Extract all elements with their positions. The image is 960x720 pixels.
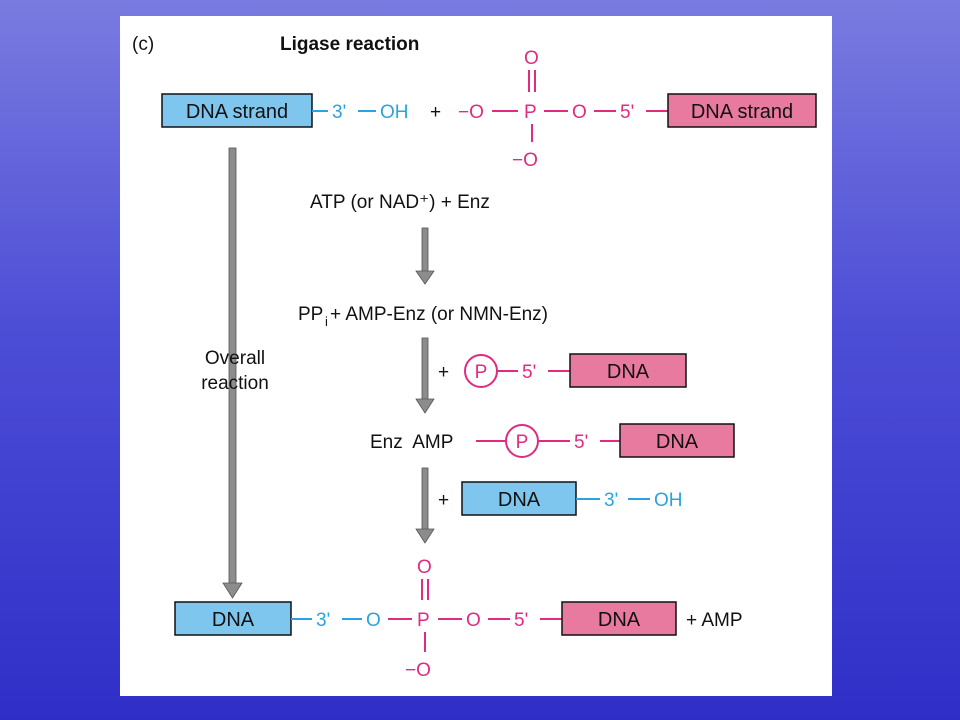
product-left-dna-label: DNA — [212, 609, 255, 631]
step5-dna-box: DNA — [461, 481, 577, 516]
step-arrow-1 — [415, 227, 435, 285]
step5-three-prime: 3' — [604, 490, 618, 511]
step2-products: + AMP-Enz (or NMN-Enz) — [330, 304, 548, 325]
step-arrow-3 — [415, 467, 435, 544]
product-five-prime: 5' — [514, 610, 528, 631]
ligase-diagram: (c) Ligase reaction DNA strand 3' OH + −… — [132, 34, 817, 681]
phosphorus-label: P — [524, 102, 537, 123]
step1-reagents: ATP (or NAD⁺) + Enz — [310, 192, 490, 213]
overall-arrow — [222, 147, 243, 599]
step5-hydroxyl: OH — [654, 490, 683, 511]
phosphate-o-top: O — [524, 48, 539, 69]
plus-sign: + — [430, 102, 441, 123]
overall-label-line2: reaction — [201, 373, 269, 394]
overall-label-line1: Overall — [205, 348, 265, 369]
step3-five-prime: 5' — [522, 362, 536, 383]
reactant-left-strand: DNA strand — [161, 93, 313, 128]
left-strand-label: DNA strand — [186, 101, 288, 123]
diagram-title: Ligase reaction — [280, 34, 419, 55]
product-three-prime: 3' — [316, 610, 330, 631]
phosphate-o-right: O — [572, 102, 587, 123]
diagram-panel: (c) Ligase reaction DNA strand 3' OH + −… — [120, 16, 832, 696]
product-right-dna-label: DNA — [598, 609, 641, 631]
step3-dna-label: DNA — [607, 361, 650, 383]
step4-enz-amp: Enz AMP — [370, 432, 453, 453]
step4-five-prime: 5' — [574, 432, 588, 453]
step3-dna-box: DNA — [569, 353, 687, 388]
panel-label: (c) — [132, 34, 154, 55]
step-arrow-2 — [415, 337, 435, 414]
product-o-left: O — [366, 610, 381, 631]
phosphate-group: −O P O −O O 5' — [458, 48, 668, 171]
product-phosphorus: P — [417, 610, 430, 631]
reactant-right-strand: DNA strand — [667, 93, 817, 128]
step3-phosphate: P — [475, 362, 488, 383]
step4-phosphate: P — [516, 432, 529, 453]
product-plus-amp: + AMP — [686, 610, 743, 631]
step4-dna-box: DNA — [619, 423, 735, 458]
product-o-bottom: −O — [405, 660, 431, 681]
step2-pp-subscript: i — [325, 314, 328, 329]
product-o-right: O — [466, 610, 481, 631]
step4-dna-label: DNA — [656, 431, 699, 453]
product-left-dna: DNA — [174, 601, 292, 636]
step3-plus: + — [438, 362, 449, 383]
right-strand-label: DNA strand — [691, 101, 793, 123]
hydroxyl-label: OH — [380, 102, 409, 123]
step5-dna-label: DNA — [498, 489, 541, 511]
product-right-dna: DNA — [561, 601, 677, 636]
three-prime-label: 3' — [332, 102, 346, 123]
phosphate-o-bottom: −O — [512, 150, 538, 171]
phosphate-o-minus-left: −O — [458, 102, 484, 123]
step2-pp: PP — [298, 304, 323, 325]
product-o-top: O — [417, 557, 432, 578]
step5-plus: + — [438, 490, 449, 511]
five-prime-label: 5' — [620, 102, 634, 123]
